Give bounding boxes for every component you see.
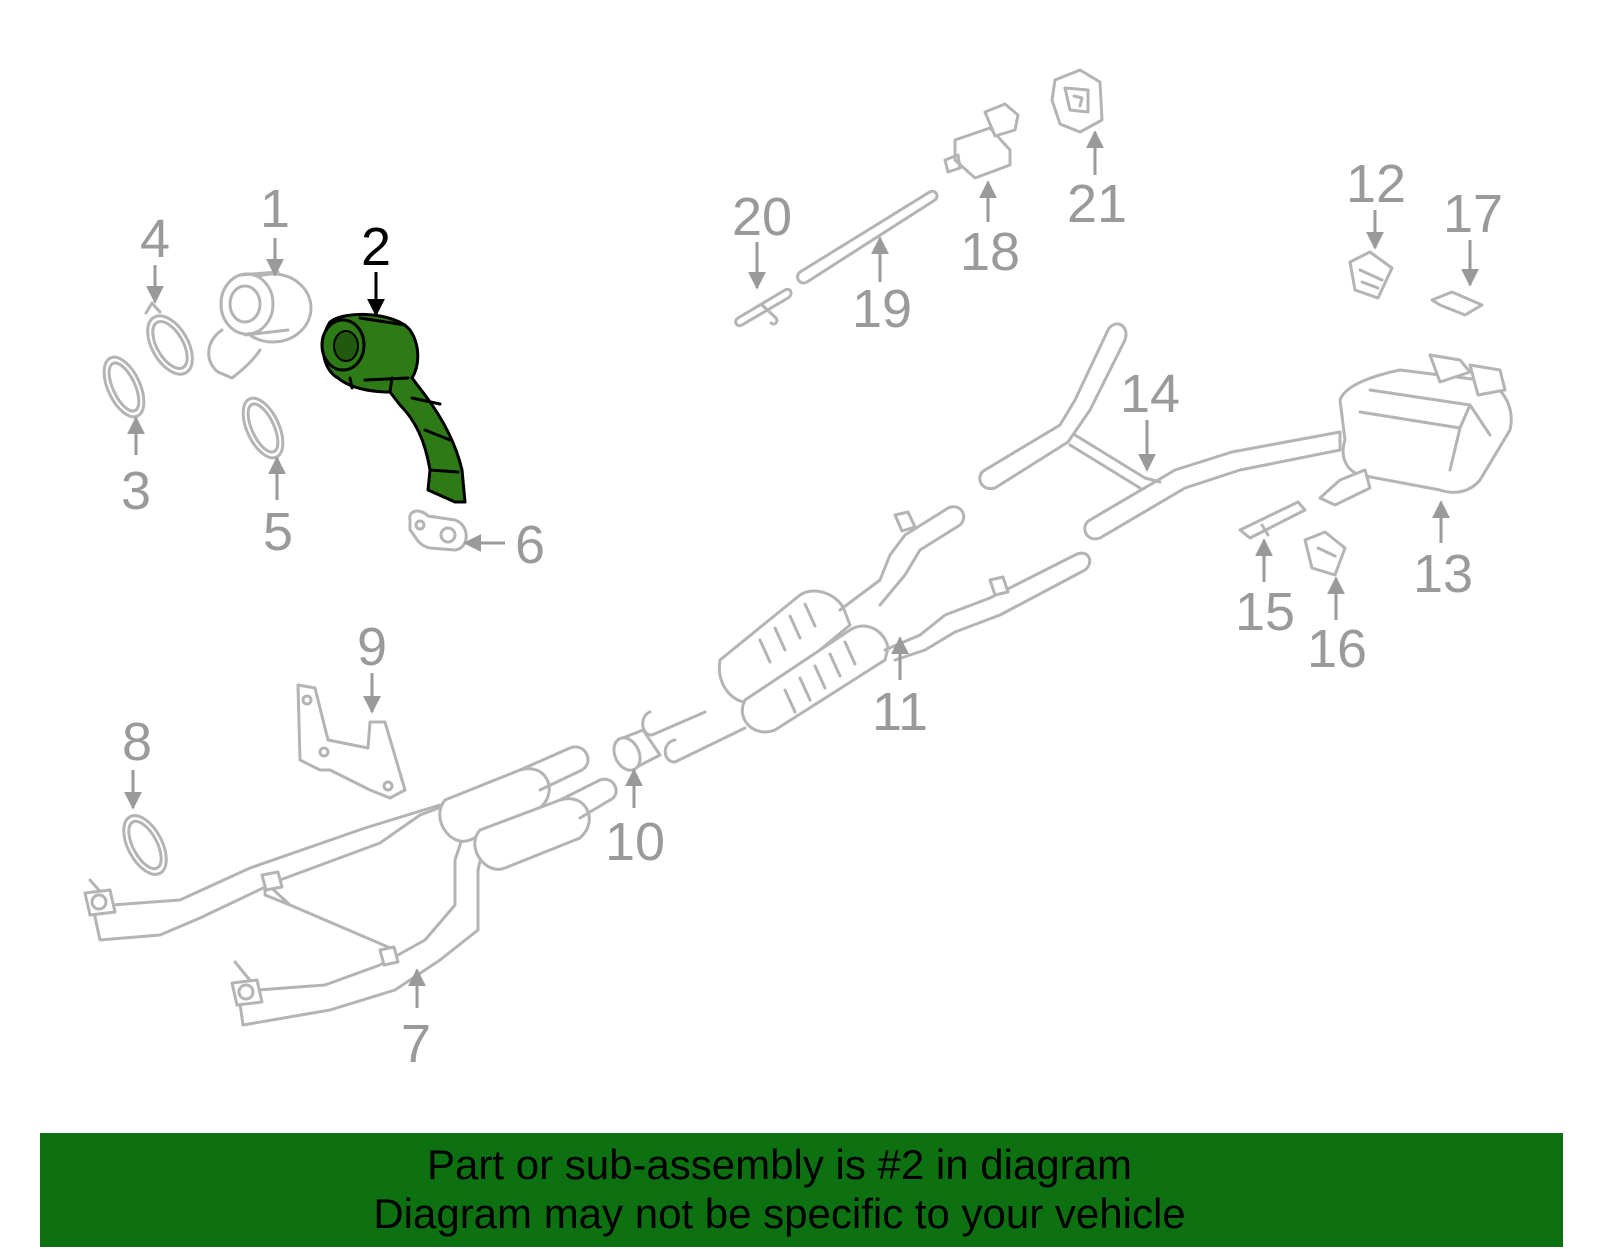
callout-18[interactable]: 18 bbox=[960, 222, 1020, 282]
part-5-gasket[interactable] bbox=[235, 392, 291, 464]
callout-1[interactable]: 1 bbox=[260, 179, 290, 239]
callout-13[interactable]: 13 bbox=[1413, 544, 1473, 604]
part-7-front-pipe[interactable] bbox=[83, 798, 487, 1027]
part-16-hanger[interactable] bbox=[1303, 530, 1347, 577]
part-1-manifold-converter[interactable] bbox=[207, 270, 313, 380]
callout-4[interactable]: 4 bbox=[140, 209, 170, 269]
part-21-valve[interactable] bbox=[1050, 68, 1104, 134]
part-3-gasket[interactable] bbox=[96, 351, 152, 423]
callout-8[interactable]: 8 bbox=[122, 712, 152, 772]
callout-15[interactable]: 15 bbox=[1235, 582, 1295, 642]
part-18-actuator[interactable] bbox=[943, 102, 1020, 180]
part-2-front-converter-pipe[interactable] bbox=[320, 312, 467, 504]
callout-2[interactable]: 2 bbox=[361, 217, 391, 277]
info-banner: Part or sub-assembly is #2 in diagram Di… bbox=[40, 1133, 1563, 1247]
callout-6[interactable]: 6 bbox=[515, 515, 545, 575]
callout-5[interactable]: 5 bbox=[263, 502, 293, 562]
part-19-hose[interactable] bbox=[796, 189, 939, 285]
part-11-center-section[interactable] bbox=[641, 505, 1092, 764]
callout-12[interactable]: 12 bbox=[1346, 154, 1406, 214]
part-12-hanger[interactable] bbox=[1348, 250, 1394, 300]
part-15-bracket[interactable] bbox=[1238, 500, 1307, 540]
banner-disclaimer: Diagram may not be specific to your vehi… bbox=[373, 1190, 1186, 1237]
part-9-bracket[interactable] bbox=[296, 683, 407, 800]
part-7-front-converters[interactable] bbox=[438, 745, 618, 871]
callout-16[interactable]: 16 bbox=[1307, 619, 1367, 679]
part-14-intermediate-pipe[interactable] bbox=[978, 322, 1342, 541]
callout-14[interactable]: 14 bbox=[1120, 364, 1180, 424]
callout-11[interactable]: 11 bbox=[872, 682, 928, 742]
part-4-clamp[interactable] bbox=[138, 301, 201, 382]
exhaust-system-diagram: 1 2 3 4 5 6 7 8 9 10 11 12 13 14 15 16 1… bbox=[83, 68, 1513, 1074]
callout-19[interactable]: 19 bbox=[852, 279, 912, 339]
callout-21[interactable]: 21 bbox=[1067, 174, 1127, 234]
part-6-flange[interactable] bbox=[408, 509, 468, 552]
callout-9[interactable]: 9 bbox=[357, 617, 387, 677]
callout-7[interactable]: 7 bbox=[401, 1014, 431, 1074]
part-20-connector[interactable] bbox=[734, 287, 793, 328]
part-13-rear-muffler[interactable] bbox=[1318, 353, 1513, 507]
callout-labels: 1 2 3 4 5 6 7 8 9 10 11 12 13 14 15 16 1… bbox=[121, 154, 1503, 1074]
callout-arrows bbox=[124, 130, 1479, 1008]
callout-10[interactable]: 10 bbox=[605, 812, 665, 872]
part-17-bracket[interactable] bbox=[1430, 290, 1484, 317]
callout-3[interactable]: 3 bbox=[121, 461, 151, 521]
callout-20[interactable]: 20 bbox=[732, 187, 792, 247]
part-10-sleeve[interactable] bbox=[609, 728, 662, 774]
part-8-gasket[interactable] bbox=[115, 809, 175, 881]
banner-part-note: Part or sub-assembly is #2 in diagram bbox=[427, 1141, 1132, 1188]
callout-17[interactable]: 17 bbox=[1443, 184, 1503, 244]
